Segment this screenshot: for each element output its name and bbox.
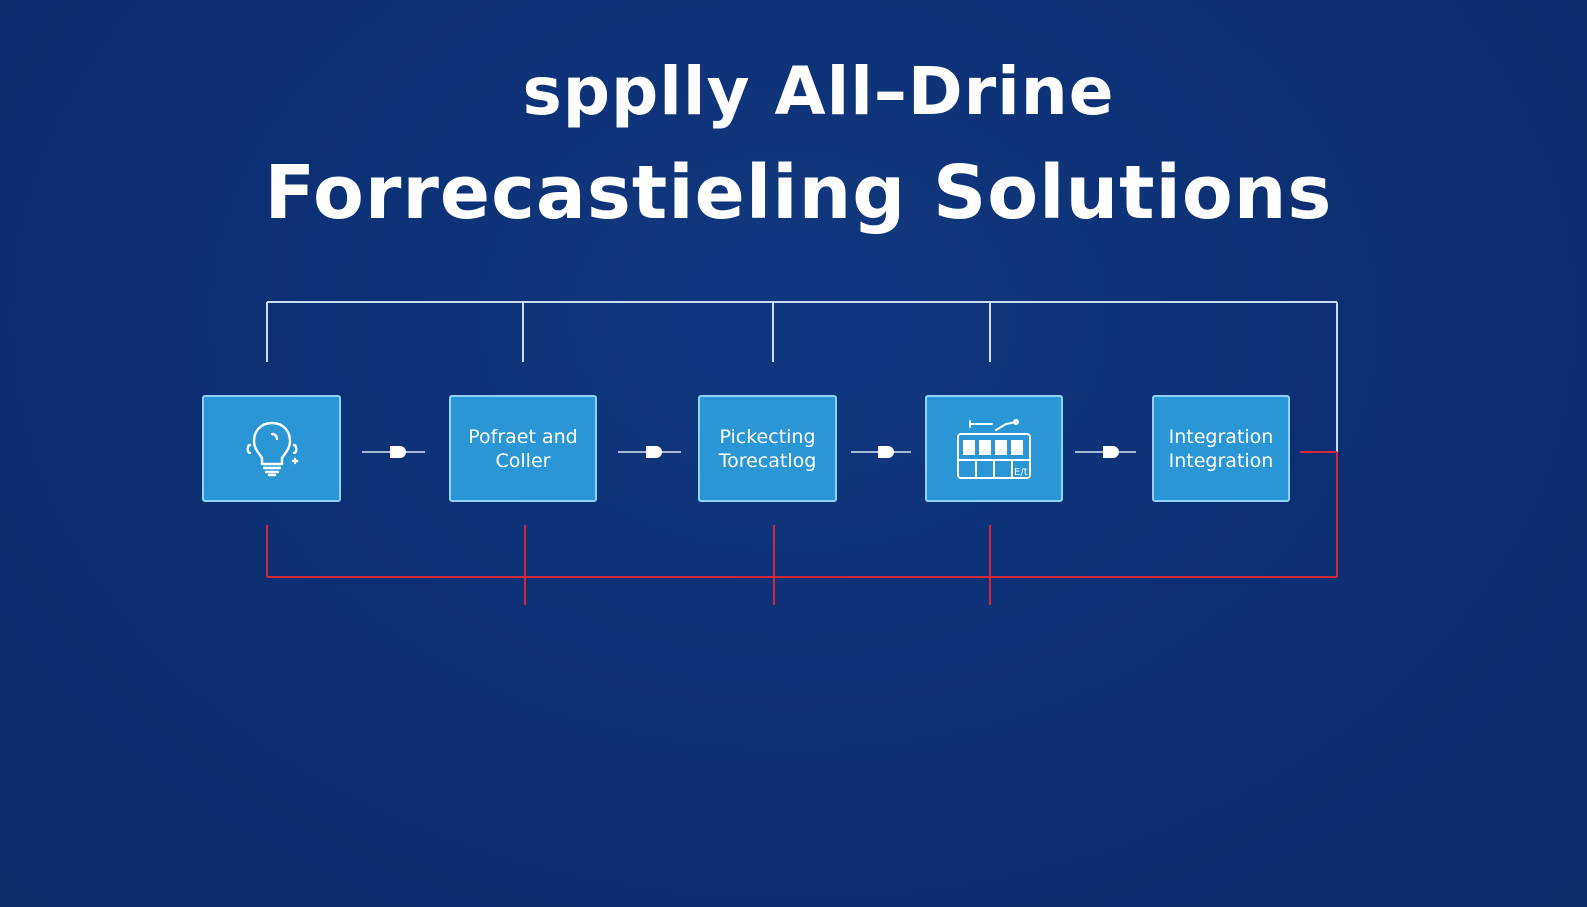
- flow-node-2-label: Pofraet and Coller: [468, 425, 577, 473]
- flow-node-1: [202, 395, 341, 502]
- flow-arrow-2: [618, 446, 681, 458]
- flow-arrows: [362, 446, 1136, 458]
- flow-node-3-label: Pickecting Torecatlog: [719, 425, 817, 473]
- flow-arrow-4: [1075, 446, 1136, 458]
- diagram-title-line-1: spplly All–Drine: [522, 53, 1115, 130]
- flow-node-5-line-1: Integration: [1168, 425, 1274, 448]
- flow-node-2-line-1: Pofraet and: [468, 425, 578, 448]
- flow-node-3-line-1: Pickecting: [719, 425, 816, 448]
- flow-node-5-line-2: Integration: [1168, 449, 1274, 472]
- flow-node-5-label: Integration Integration: [1169, 425, 1274, 473]
- grid-chart-icon: E/t: [957, 418, 1031, 479]
- bottom-bracket: [266, 451, 1338, 605]
- lightbulb-icon: [246, 421, 298, 476]
- diagram-title-line-2: Forrecastieling Solutions: [264, 150, 1333, 236]
- flow-node-2: Pofraet and Coller: [449, 395, 597, 502]
- grid-chart-icon-text: E/t: [1014, 467, 1028, 478]
- flow-arrow-1: [362, 446, 425, 458]
- flow-node-5: Integration Integration: [1152, 395, 1290, 502]
- flow-node-4: E/t: [925, 395, 1063, 502]
- flow-node-3: Pickecting Torecatlog: [698, 395, 837, 502]
- flow-arrow-3: [851, 446, 911, 458]
- top-bracket: [266, 301, 1338, 452]
- flow-node-3-line-2: Torecatlog: [718, 449, 817, 472]
- flow-node-2-line-2: Coller: [495, 449, 551, 472]
